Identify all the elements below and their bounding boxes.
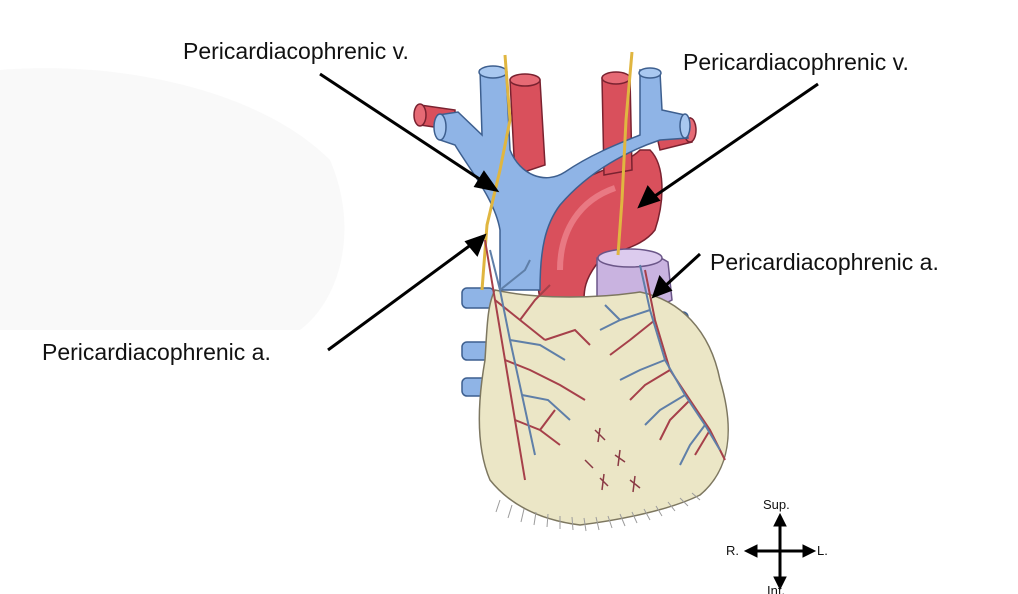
left-carotid-artery-top — [601, 71, 631, 85]
arrowhead-artery-right — [651, 274, 673, 299]
leader-vein-left — [651, 82, 819, 200]
leader-lines — [319, 72, 819, 352]
arrowhead-vein-right — [473, 170, 500, 193]
aortic-arch-highlight — [557, 185, 617, 271]
pericardial-vessel-marks — [584, 427, 641, 493]
superior-vena-cava — [437, 69, 689, 291]
leader-vein-right — [319, 72, 485, 184]
pericardium-fringe — [495, 492, 701, 532]
label-pericardiacophrenic-artery-right: Pericardiacophrenic a. — [710, 249, 939, 275]
pulmonary-trunk-top — [597, 248, 663, 268]
compass-arrow-up — [773, 512, 787, 527]
orientation-superior-label: Sup. — [763, 497, 790, 512]
orientation-inferior-label: Inf. — [767, 583, 786, 594]
compass-arrow-right — [802, 544, 817, 558]
left-phrenic-nerve — [616, 51, 634, 256]
compass-arrow-down — [773, 576, 787, 591]
pericardiacophrenic-artery-branches — [484, 239, 726, 481]
arrowhead-vein-left — [637, 185, 661, 209]
label-pericardiacophrenic-vein-left: Pericardiacophrenic v. — [683, 49, 909, 75]
right-brachiocephalic-vein-top — [478, 65, 508, 79]
right-subclavian-artery-end — [413, 103, 427, 127]
background-wash — [0, 68, 345, 330]
left-brachiocephalic-vein-top — [638, 67, 662, 79]
left-subclavian-vein-end — [679, 113, 691, 139]
leader-artery-right — [662, 252, 702, 289]
pericardiacophrenic-vein-branches — [489, 249, 721, 466]
right-subclavian-vein-end — [433, 113, 447, 141]
pericardium — [478, 289, 729, 526]
label-pericardiacophrenic-artery-left: Pericardiacophrenic a. — [42, 339, 271, 365]
orientation-right-label: R. — [726, 543, 739, 558]
orientation-left-label: L. — [817, 543, 828, 558]
leader-artery-left — [327, 242, 473, 352]
brachiocephalic-artery-top — [509, 73, 541, 87]
orientation-compass — [743, 512, 817, 591]
arrowhead-artery-left — [464, 233, 487, 257]
label-pericardiacophrenic-vein-right: Pericardiacophrenic v. — [183, 38, 409, 64]
compass-arrow-left — [743, 544, 758, 558]
